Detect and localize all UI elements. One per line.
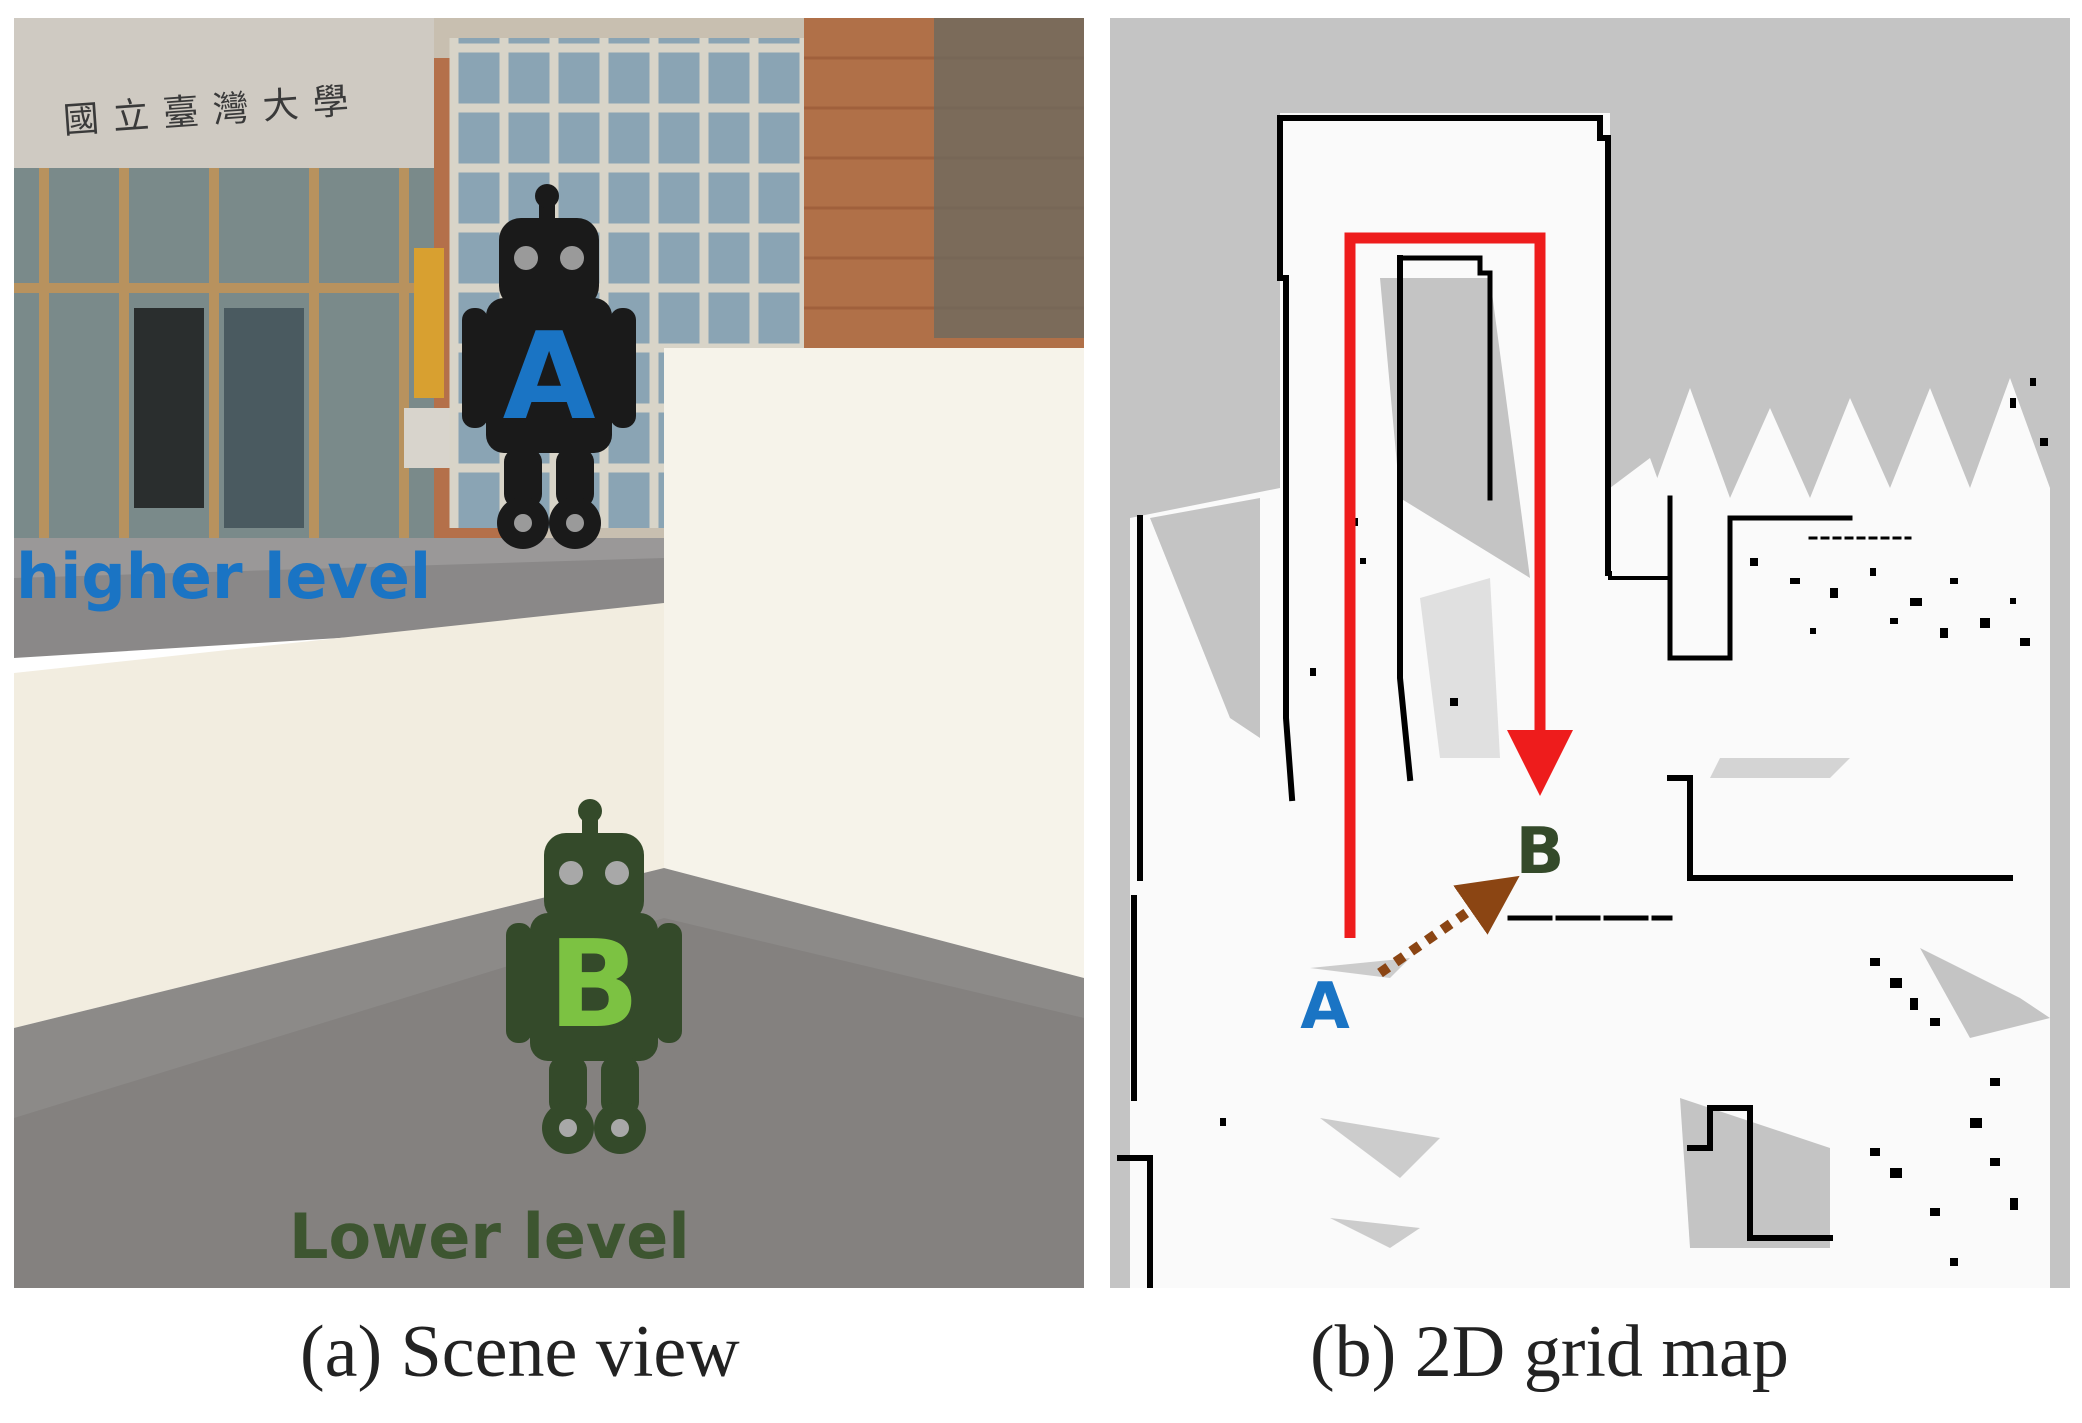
lower-level-label: Lower level: [289, 1200, 690, 1273]
obstacle-noise: [1220, 378, 2048, 1266]
scene-view-photo: 國立臺灣大學: [14, 18, 1084, 1288]
robot-b-letter: B: [548, 916, 639, 1055]
path-line: [1344, 232, 1573, 938]
map-point-b-label: B: [1516, 815, 1565, 889]
shortcut-arrow: [1377, 875, 1520, 978]
obstacle-walls: [1117, 115, 2013, 1288]
caption-scene-view: (a) Scene view: [300, 1311, 740, 1393]
grid-map: A B: [1110, 18, 2070, 1288]
robot-a-letter: A: [503, 308, 596, 447]
robot-a-icon: [462, 184, 636, 549]
caption-grid-map: (b) 2D grid map: [1310, 1311, 1789, 1393]
map-point-a-label: A: [1300, 970, 1350, 1044]
higher-level-label: higher level: [16, 540, 431, 613]
robot-b-icon: [506, 799, 682, 1154]
